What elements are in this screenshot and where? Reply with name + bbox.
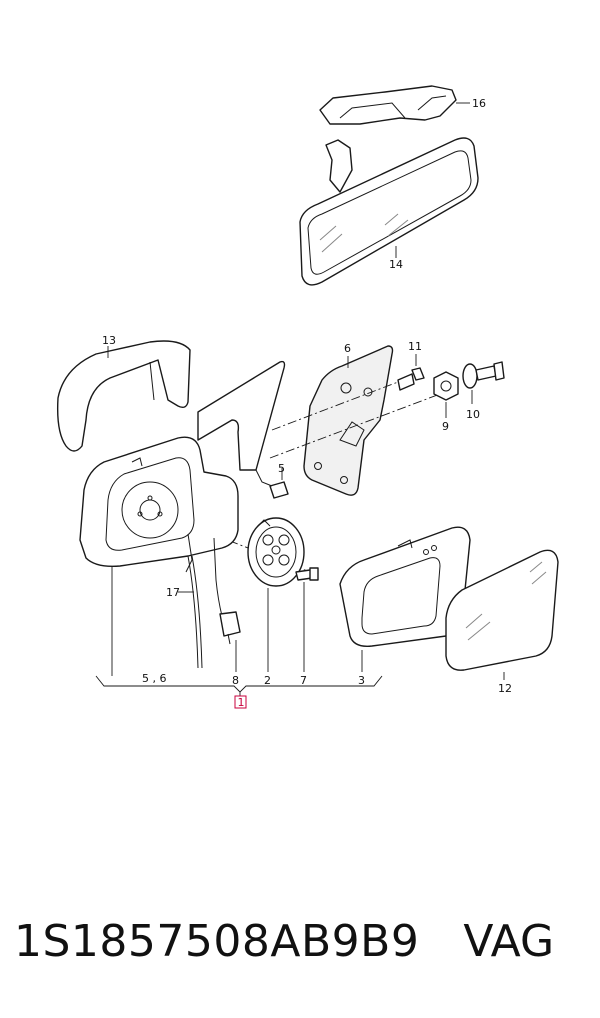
callout-11: 11	[408, 340, 422, 353]
part-10-washer-bolt	[462, 361, 505, 389]
part-17-cable	[187, 555, 203, 669]
brand-name: VAG	[463, 915, 555, 967]
part-13-mirror-cap	[56, 340, 191, 452]
part-14-rear-view-mirror	[299, 137, 479, 286]
callout-8: 8	[232, 674, 239, 687]
callout-12: 12	[498, 682, 512, 695]
callout-3: 3	[358, 674, 365, 687]
callout-7: 7	[300, 674, 307, 687]
part-7-screw	[295, 567, 319, 581]
part-16-mirror-mount-cover	[319, 85, 457, 125]
callout-13: 13	[102, 334, 116, 347]
callout-9: 9	[442, 420, 449, 433]
svg-text:1: 1	[238, 696, 245, 709]
callout-1: 1	[234, 695, 247, 709]
callout-17: 17	[166, 586, 180, 599]
part-8-connector	[213, 537, 241, 645]
part-5-mirror-base	[197, 360, 289, 499]
mirror-housing	[79, 436, 239, 573]
part-9-hex-nut	[433, 371, 459, 401]
callout-5-6: 5 , 6	[142, 672, 167, 685]
part-number-footer: 1S1857508AB9B9 VAG	[14, 906, 594, 976]
part-12-mirror-glass	[445, 549, 559, 671]
callout-6: 6	[344, 342, 351, 355]
part-6-mounting-plate	[303, 345, 394, 496]
part-11-bolt	[397, 367, 425, 391]
callout-2: 2	[264, 674, 271, 687]
callout-14: 14	[389, 258, 403, 271]
callout-10: 10	[466, 408, 480, 421]
exploded-parts-diagram: 16 14 13 6 11 9	[56, 85, 559, 709]
part-number: 1S1857508AB9B9	[14, 915, 420, 967]
assembly-bracket	[95, 675, 383, 693]
part-2-adjustment-motor	[247, 517, 305, 587]
callout-16: 16	[472, 97, 486, 110]
callout-5: 5	[278, 462, 285, 475]
